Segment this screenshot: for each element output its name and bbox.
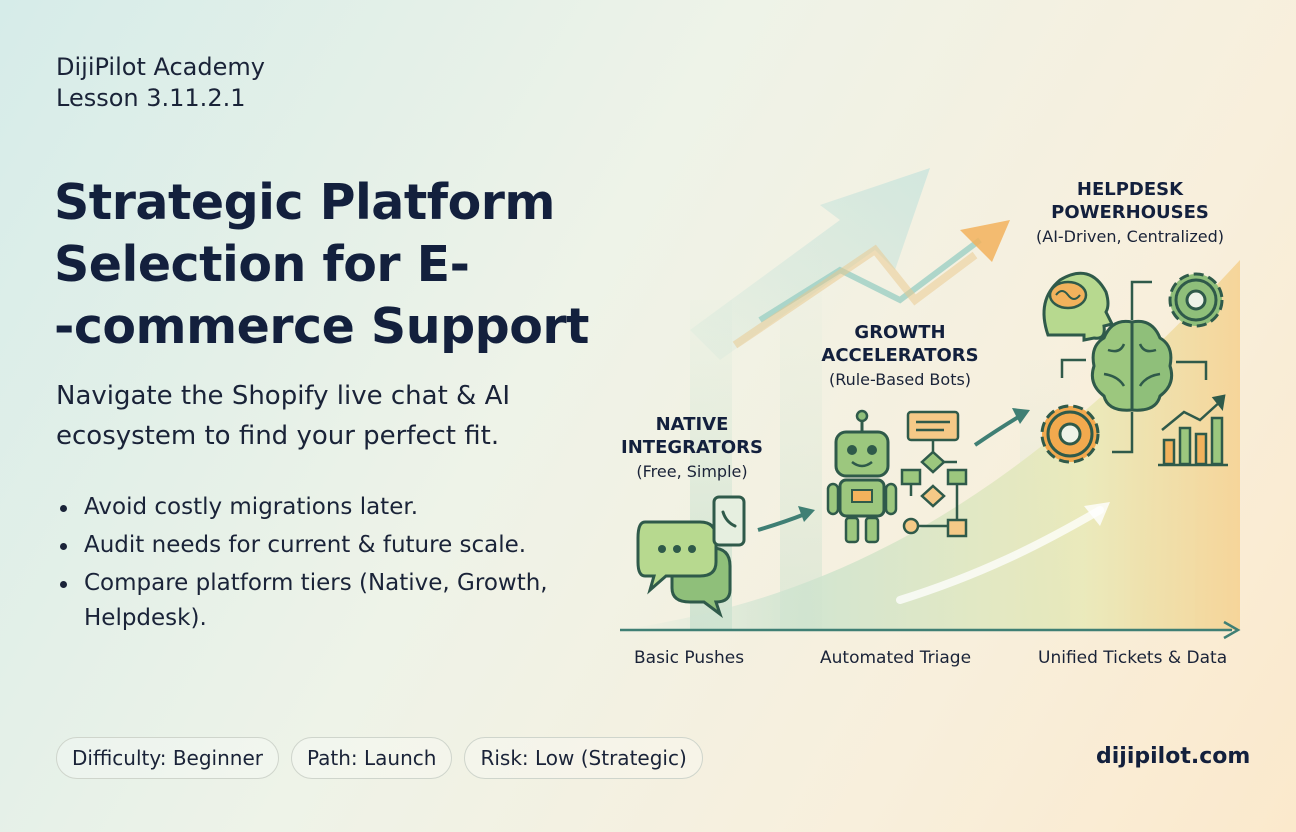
- path-badge: Path: Launch: [291, 737, 453, 779]
- bullet-item: Compare platform tiers (Native, Growth, …: [56, 566, 616, 636]
- bullet-item: Audit needs for current & future scale.: [56, 528, 616, 563]
- badge-row: Difficulty: Beginner Path: Launch Risk: …: [56, 737, 703, 779]
- flowchart-icon: [900, 410, 968, 538]
- gear-icon: [1040, 404, 1100, 464]
- tier-helpdesk-title: HELPDESK POWERHOUSES: [1051, 179, 1209, 223]
- tier-growth-subtitle: (Rule-Based Bots): [828, 370, 972, 389]
- site-url: dijipilot.com: [1096, 744, 1251, 769]
- page-title: Strategic Platform Selection for E- -com…: [54, 172, 654, 358]
- title-line: Strategic Platform: [54, 174, 555, 231]
- tier-helpdesk-subtitle: (AI-Driven, Centralized): [1036, 227, 1224, 246]
- academy-header: DijiPilot Academy Lesson 3.11.2.1: [56, 52, 265, 114]
- tier-native-title: NATIVE INTEGRATORS: [621, 414, 763, 458]
- axis-label-basic: Basic Pushes: [634, 648, 745, 668]
- axis-label-unified: Unified Tickets & Data: [1038, 648, 1228, 668]
- tier-native-subtitle: (Free, Simple): [636, 462, 748, 481]
- difficulty-badge: Difficulty: Beginner: [56, 737, 279, 779]
- phone-icon: [712, 495, 746, 547]
- tier-growth-title: GROWTH ACCELERATORS: [821, 322, 979, 366]
- gear-icon: [1168, 272, 1224, 328]
- title-line: -commerce Support: [54, 298, 589, 355]
- risk-badge: Risk: Low (Strategic): [464, 737, 703, 779]
- tier-illustrations: [636, 271, 1228, 619]
- bullet-list: Avoid costly migrations later. Audit nee…: [56, 490, 616, 639]
- chat-bubbles-icon: [636, 520, 732, 619]
- brain-icon: [1090, 319, 1174, 412]
- academy-name: DijiPilot Academy: [56, 53, 265, 81]
- robot-icon: [826, 409, 898, 544]
- axis-label-triage: Automated Triage: [820, 648, 972, 668]
- head-icon: [1042, 271, 1115, 342]
- title-line: Selection for E-: [54, 236, 470, 293]
- bullet-item: Avoid costly migrations later.: [56, 490, 616, 525]
- growth-chart-icon: [1158, 394, 1228, 467]
- lesson-number: Lesson 3.11.2.1: [56, 84, 246, 112]
- subtitle: Navigate the Shopify live chat & AI ecos…: [56, 381, 511, 451]
